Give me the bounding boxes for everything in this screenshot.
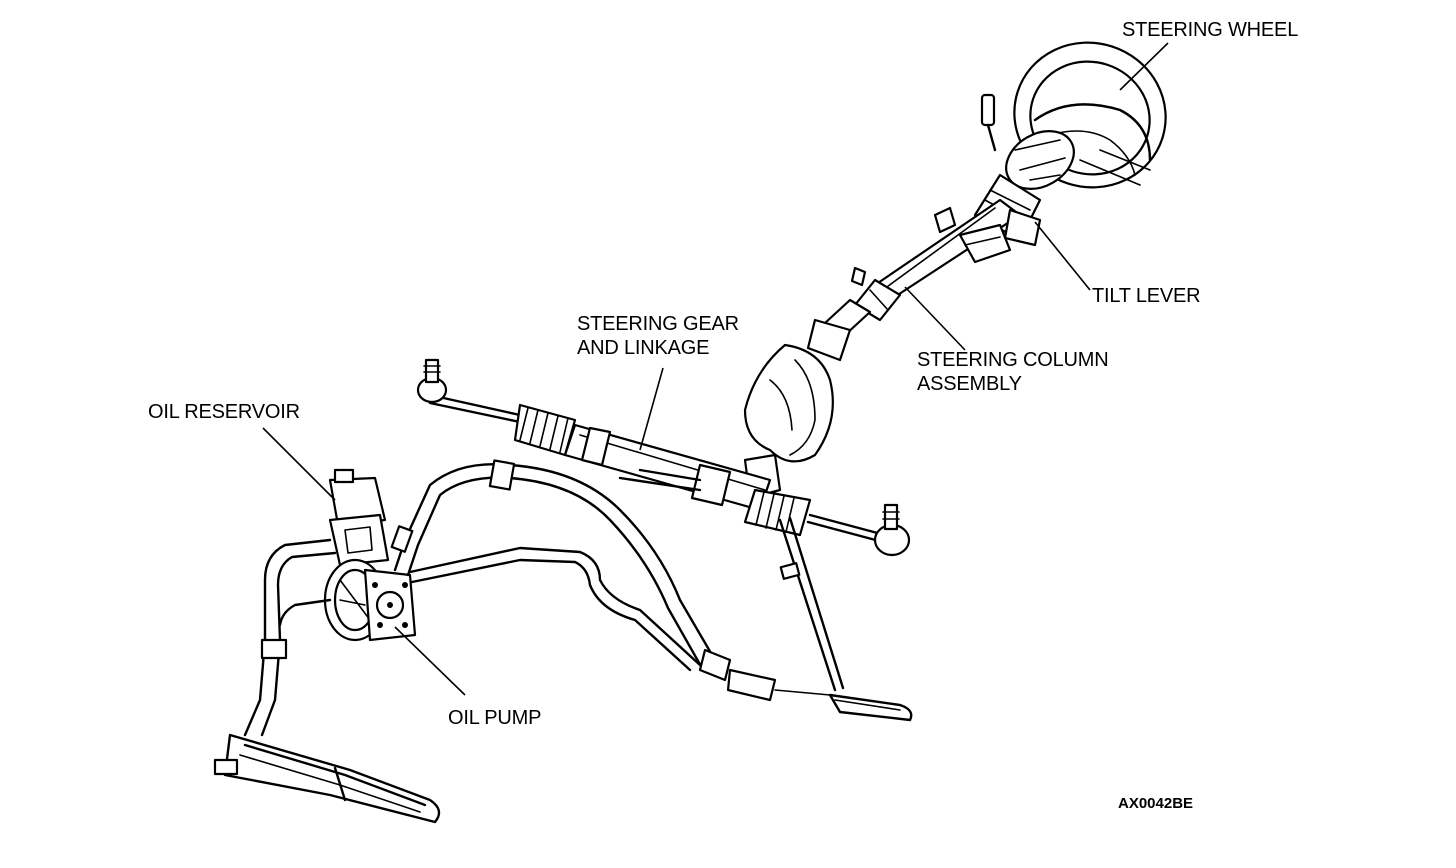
label-steering-wheel: STEERING WHEEL	[1122, 19, 1299, 41]
label-oil-reservoir: OIL RESERVOIR	[148, 401, 300, 423]
oil-reservoir	[328, 468, 390, 567]
label-tilt-lever: TILT LEVER	[1092, 285, 1201, 307]
leader-steering-column	[904, 286, 966, 351]
leader-tilt-lever	[1034, 221, 1091, 291]
label-oil-pump: OIL PUMP	[448, 707, 542, 729]
steering-gear-housing	[743, 343, 834, 500]
figure-code: AX0042BE	[1118, 795, 1194, 812]
label-steering-column-line1: STEERING COLUMN	[917, 349, 1109, 371]
steering-wheel	[980, 41, 1167, 190]
leader-oil-pump	[394, 626, 466, 696]
label-steering-column-line2: ASSEMBLY	[917, 373, 1022, 395]
leader-steering-gear	[639, 367, 664, 451]
leader-steering-wheel	[1119, 42, 1169, 91]
steering-column	[806, 173, 1042, 362]
leader-lines	[262, 42, 1169, 696]
hoses	[213, 459, 913, 824]
leader-oil-reservoir	[262, 427, 336, 501]
label-steering-gear-line1: STEERING GEAR	[577, 313, 739, 335]
label-steering-gear-line2: AND LINKAGE	[577, 337, 710, 359]
oil-pump	[323, 558, 417, 642]
steering-rack	[416, 358, 911, 557]
